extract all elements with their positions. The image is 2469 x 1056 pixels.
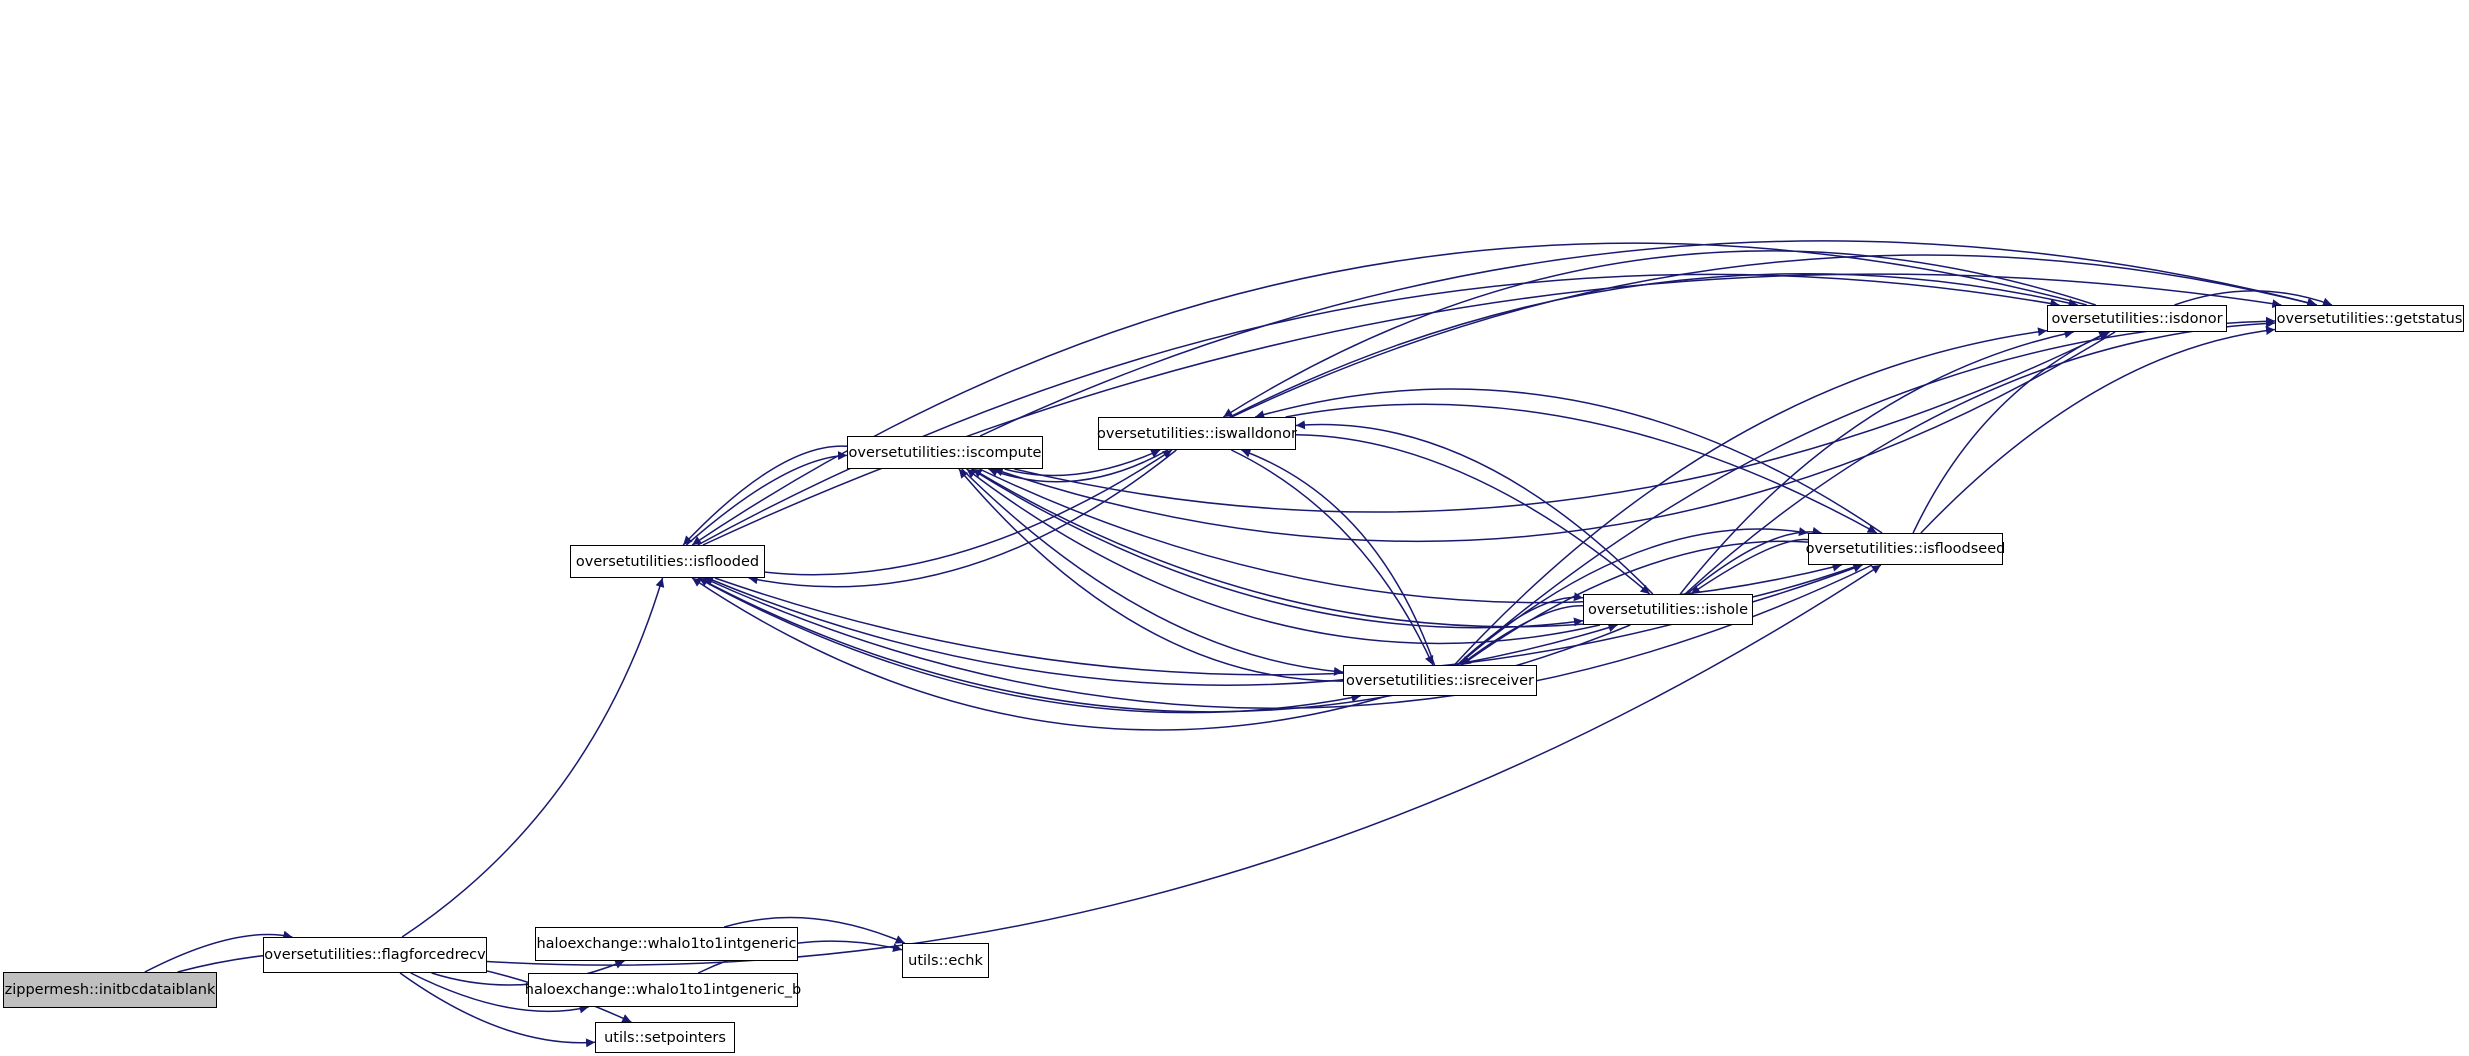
edge-isreceiver-to-isfloodseed xyxy=(1457,527,1809,666)
edge-iswalldonor-to-isflooded xyxy=(748,449,1177,588)
node-isdonor[interactable]: oversetutilities::isdonor xyxy=(2047,305,2227,332)
edge-isfloodseed-to-getstatus xyxy=(1920,326,2276,534)
edge-isflooded-to-ishole xyxy=(706,577,1618,686)
edge-iswalldonor-to-getstatus xyxy=(1231,254,2317,418)
edge-iscompute-to-isreceiver xyxy=(961,468,1344,676)
node-isflooded[interactable]: oversetutilities::isflooded xyxy=(570,545,765,578)
edge-isfloodseed-to-ishole xyxy=(1690,538,1809,595)
edge-isdonor-to-iscompute xyxy=(993,331,2116,543)
edge-isreceiver-to-isflooded xyxy=(691,577,1388,731)
node-iswalldonor[interactable]: oversetutilities::iswalldonor xyxy=(1097,417,1297,450)
edge-ishole-to-iscompute xyxy=(966,468,1601,645)
node-zippermesh-initbcdataiblank[interactable]: zippermesh::initbcdataiblank xyxy=(3,972,217,1008)
edge-flagforcedrecv-to-isflooded xyxy=(401,577,665,938)
node-iscompute[interactable]: oversetutilities::iscompute xyxy=(847,436,1043,469)
edge-flagforcedrecv-to-whalo xyxy=(431,960,625,986)
edge-isreceiver-to-ishole xyxy=(1456,592,1584,666)
edge-iswalldonor-to-iscompute xyxy=(988,449,1169,483)
edge-zippermesh-to-flagforcedrecv xyxy=(144,930,293,973)
edge-isflooded-to-isdonor xyxy=(697,273,2060,546)
edge-whalo-to-echk xyxy=(723,916,905,944)
edge-isdonor-to-isflooded xyxy=(691,242,2087,546)
edge-iscompute-to-iswalldonor xyxy=(1004,449,1161,477)
edge-isreceiver-to-getstatus xyxy=(1457,316,2276,666)
node-isfloodseed[interactable]: oversetutilities::isfloodseed xyxy=(1806,533,2005,565)
edge-ishole-to-iswalldonor xyxy=(1295,420,1654,595)
edge-ishole-to-isfloodseed xyxy=(1686,526,1822,595)
edge-isdonor-to-getstatus xyxy=(2174,290,2333,307)
edge-isflooded-to-iscompute xyxy=(685,451,848,546)
edge-whalob-to-echk xyxy=(697,940,903,974)
edge-iswalldonor-to-isdonor xyxy=(1229,273,2078,418)
node-getstatus[interactable]: oversetutilities::getstatus xyxy=(2275,305,2464,332)
node-whalo1to1intgeneric[interactable]: haloexchange::whalo1to1intgeneric xyxy=(535,927,798,961)
node-isreceiver[interactable]: oversetutilities::isreceiver xyxy=(1343,665,1537,696)
edge-iscompute-to-ishole xyxy=(970,468,1584,629)
edge-ishole-to-getstatus xyxy=(1684,318,2276,595)
node-flagforcedrecv[interactable]: oversetutilities::flagforcedrecv xyxy=(263,937,487,973)
edge-iswalldonor-to-isreceiver xyxy=(1231,449,1434,666)
edge-iscompute-to-isdonor xyxy=(1014,331,2110,513)
node-whalo1to1intgeneric-b[interactable]: haloexchange::whalo1to1intgeneric_b xyxy=(525,973,801,1007)
edge-iscompute-to-isfloodseed xyxy=(979,468,1842,604)
edge-isflooded-to-getstatus xyxy=(702,273,2282,546)
edge-isfloodseed-to-isdonor xyxy=(1912,331,2109,534)
edge-ishole-to-isreceiver xyxy=(1460,605,1584,666)
edge-flagforcedrecv-to-isfloodseed xyxy=(486,564,1882,966)
edge-iswalldonor-to-isfloodseed xyxy=(1285,403,1878,534)
edge-isfloodseed-to-isreceiver xyxy=(1461,540,1809,666)
edge-isflooded-to-isreceiver xyxy=(697,577,1361,714)
node-echk[interactable]: utils::echk xyxy=(902,943,989,978)
edge-isdonor-to-iswalldonor xyxy=(1222,250,2096,418)
edge-isreceiver-to-isdonor xyxy=(1453,327,2048,666)
edge-iscompute-to-isflooded xyxy=(682,445,848,546)
node-setpointers[interactable]: utils::setpointers xyxy=(595,1022,735,1053)
edge-flagforcedrecv-to-setpointers xyxy=(399,972,596,1048)
edge-flagforcedrecv-to-whalob xyxy=(410,972,589,1014)
edge-ishole-to-isdonor xyxy=(1679,329,2074,595)
edge-iswalldonor-to-ishole xyxy=(1295,433,1651,595)
edge-isreceiver-to-iscompute xyxy=(958,468,1344,682)
node-ishole[interactable]: oversetutilities::ishole xyxy=(1583,594,1753,625)
edge-iscompute-to-getstatus xyxy=(979,240,2318,437)
edge-isfloodseed-to-iswalldonor xyxy=(1255,388,1883,534)
edge-isreceiver-to-iswalldonor xyxy=(1241,448,1436,666)
edge-isflooded-to-iswalldonor xyxy=(764,449,1173,576)
